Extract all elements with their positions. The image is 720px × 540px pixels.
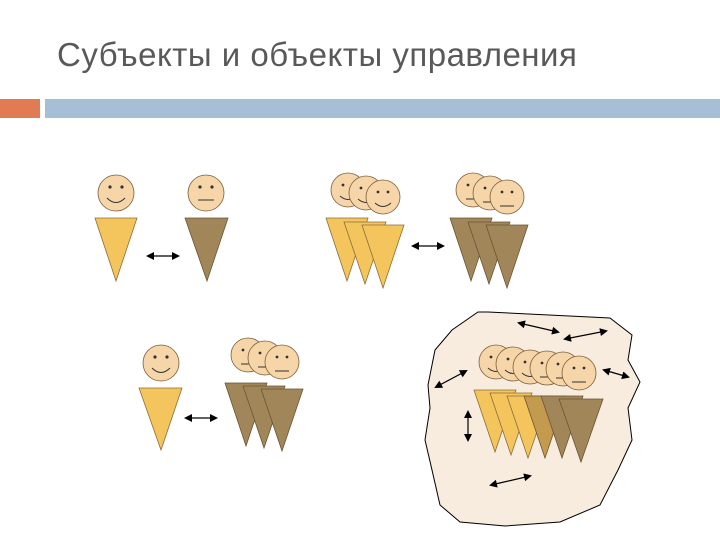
group-in-environment [425, 312, 640, 526]
smiling-face-icon [98, 175, 134, 211]
neutral-face-icon [188, 175, 224, 211]
group-many-to-many [326, 173, 528, 288]
subject-figure [139, 345, 182, 450]
group-one-to-many [139, 338, 303, 451]
subject-crowd [326, 173, 404, 288]
subject-figure [95, 175, 137, 281]
object-figure [185, 175, 228, 281]
object-crowd [225, 338, 303, 451]
group-one-to-one [95, 175, 228, 281]
object-crowd [450, 173, 528, 288]
